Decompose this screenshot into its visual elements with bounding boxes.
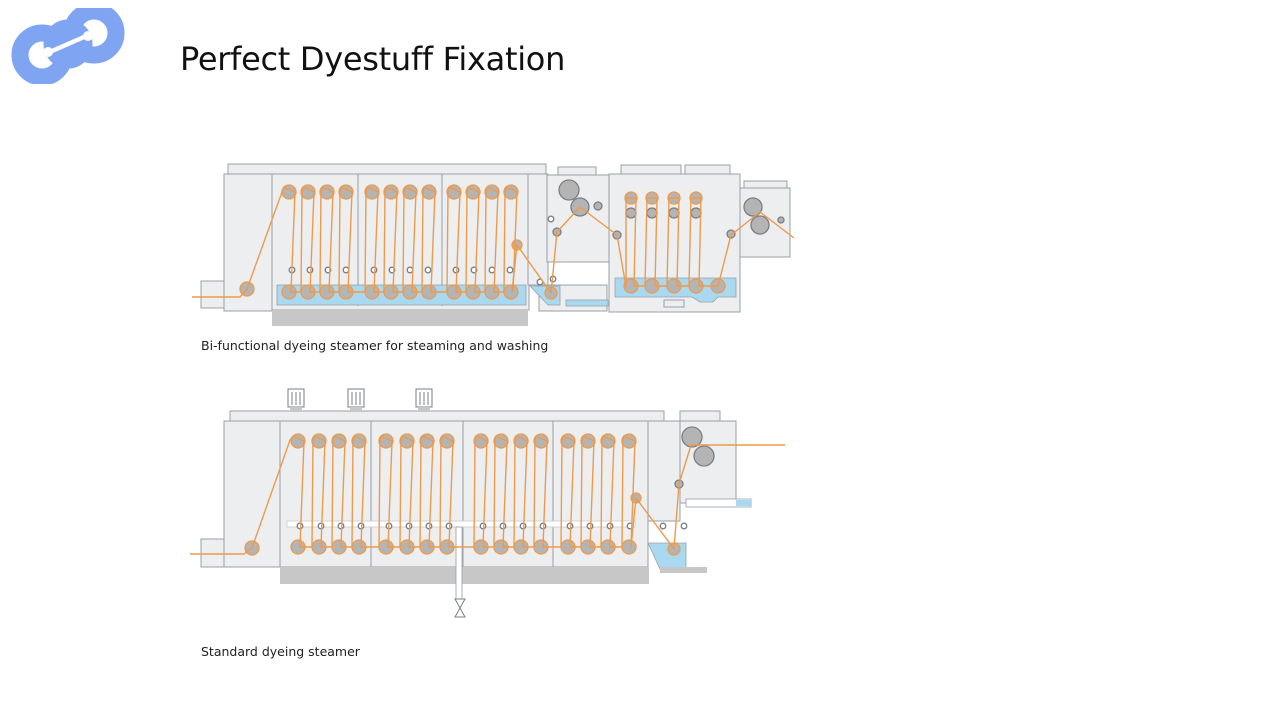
fabric-line	[511, 206, 618, 294]
top-roller	[533, 433, 549, 449]
steam-valve	[454, 526, 466, 618]
steamer-base	[272, 310, 528, 326]
squeeze-roller	[750, 215, 770, 235]
guide-rollers	[239, 179, 785, 300]
small-guide-roller	[680, 522, 688, 530]
small-guide-roller	[499, 522, 507, 530]
small-guide-roller	[659, 522, 667, 530]
guide-roller	[777, 216, 785, 224]
small-guide-roller	[357, 522, 365, 530]
squeeze-roller	[743, 197, 763, 217]
small-guide-roller	[479, 522, 487, 530]
small-guide-roller	[586, 522, 594, 530]
top-roller	[484, 184, 500, 200]
top-roller	[300, 184, 316, 200]
fabric-line	[190, 435, 785, 555]
top-roller	[319, 184, 335, 200]
top-roller	[446, 184, 462, 200]
top-roller	[421, 184, 437, 200]
small-guide-roller	[519, 522, 527, 530]
top-roller	[465, 184, 481, 200]
overflow-channel	[565, 299, 609, 307]
top-roller	[331, 433, 347, 449]
squeeze-roller	[558, 179, 580, 201]
fabric-path	[192, 186, 795, 298]
guide-roller	[726, 229, 736, 239]
squeeze-roller	[681, 426, 703, 448]
guide-roller	[593, 201, 603, 211]
small-guide-roller	[337, 522, 345, 530]
top-roller	[600, 433, 616, 449]
small-guide-roller	[539, 522, 547, 530]
small-guide-roller	[445, 522, 453, 530]
top-roller	[560, 433, 576, 449]
top-roller	[364, 184, 380, 200]
top-roller	[419, 433, 435, 449]
top-roller	[439, 433, 455, 449]
steamer-base	[280, 567, 649, 584]
top-roller	[311, 433, 327, 449]
exhaust-vents	[287, 388, 433, 411]
small-guide-roller	[506, 266, 514, 274]
page-title: Perfect Dyestuff Fixation	[180, 40, 566, 78]
caption-standard-steamer: Standard dyeing steamer	[201, 644, 360, 659]
top-roller	[338, 184, 354, 200]
fabric-path	[190, 435, 785, 555]
caption-bifunctional-steamer: Bi-functional dyeing steamer for steamin…	[201, 338, 549, 353]
top-roller	[383, 184, 399, 200]
top-roller	[580, 433, 596, 449]
top-roller	[621, 433, 637, 449]
steamer-roof	[229, 410, 665, 422]
top-roller	[513, 433, 529, 449]
bottom-roller	[621, 539, 637, 555]
fabric-entry-box	[200, 538, 226, 568]
top-roller	[503, 184, 519, 200]
squeeze-roller	[693, 445, 715, 467]
fabric-line	[616, 197, 795, 288]
small-guide-roller	[296, 522, 304, 530]
small-guide-roller	[424, 266, 432, 274]
top-roller	[378, 433, 394, 449]
small-guide-roller	[547, 215, 555, 223]
small-guide-roller	[317, 522, 325, 530]
top-roller	[473, 433, 489, 449]
small-guide-roller	[425, 522, 433, 530]
top-roller	[399, 433, 415, 449]
transfer-section	[647, 420, 681, 522]
small-guide-roller	[405, 522, 413, 530]
company-logo	[8, 2, 128, 89]
top-roller	[493, 433, 509, 449]
top-roller	[402, 184, 418, 200]
small-guide-roller	[566, 522, 574, 530]
small-guide-roller	[606, 522, 614, 530]
fabric-line	[192, 186, 518, 298]
top-roller	[290, 433, 306, 449]
guide-rollers	[244, 426, 715, 556]
top-roller	[351, 433, 367, 449]
linked-chain-logo-icon	[11, 2, 125, 86]
